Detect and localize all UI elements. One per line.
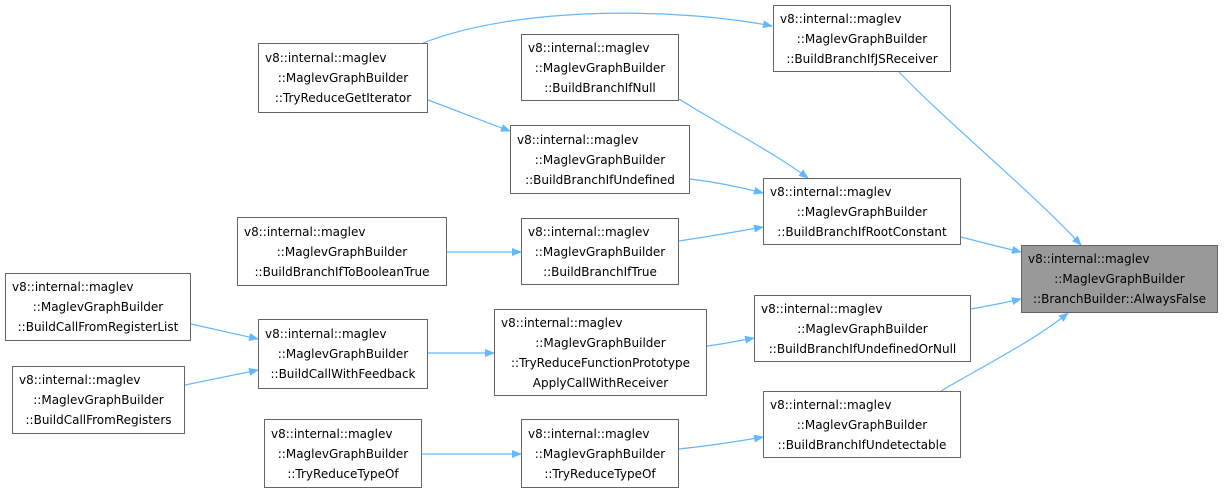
node-label-line: ::MaglevGraphBuilder	[276, 244, 408, 259]
edge-if_root_constant-to-always_false	[960, 236, 1022, 254]
edge-try_reduce_get_iterator-to-if_undefined	[427, 99, 511, 132]
node-label-line: v8::internal::maglev	[528, 224, 650, 239]
node-build-call-with-feedback[interactable]: v8::internal::maglev::MaglevGraphBuilder…	[258, 319, 428, 389]
node-label-line: v8::internal::maglev	[12, 280, 134, 294]
node-label-line: v8::internal::maglev	[770, 184, 892, 199]
node-label-line: v8::internal::maglev	[761, 301, 883, 316]
edge-if_js_receiver-to-always_false	[898, 71, 1082, 246]
node-label-line: v8::internal::maglev	[528, 40, 650, 55]
node-label-line: ::MaglevGraphBuilder	[796, 31, 928, 46]
node-try-reduce-type-of-left[interactable]: v8::internal::maglev::MaglevGraphBuilder…	[264, 419, 422, 488]
node-label-line: v8::internal::maglev	[517, 132, 639, 147]
node-label-line: v8::internal::maglev	[244, 224, 366, 239]
node-label-line: v8::internal::maglev	[770, 397, 892, 412]
node-label-line: v8::internal::maglev	[265, 327, 387, 341]
node-label-line: v8::internal::maglev	[19, 373, 141, 387]
node-label-line: ::BuildCallFromRegisters	[25, 413, 172, 427]
edge-try_reduce_function_prototype-to-if_undefined_or_null	[706, 335, 755, 347]
node-label-line: ::MaglevGraphBuilder	[534, 244, 666, 259]
node-label-line: ::MaglevGraphBuilder	[277, 71, 409, 85]
node-label-line: ::TryReduceTypeOf	[287, 466, 399, 481]
node-label-line: ::TryReduceTypeOf	[544, 466, 656, 481]
edge-if_undetectable-to-always_false	[940, 312, 1069, 392]
node-label-line: ::MaglevGraphBuilder	[535, 335, 666, 350]
node-if-js-receiver[interactable]: v8::internal::maglev::MaglevGraphBuilder…	[773, 5, 951, 72]
node-try-reduce-get-iterator[interactable]: v8::internal::maglev::MaglevGraphBuilder…	[258, 43, 428, 113]
node-label-line: ::TryReduceFunctionPrototype	[510, 355, 690, 370]
edge-if_null-to-if_root_constant	[678, 98, 809, 179]
node-try-reduce-function-prototype[interactable]: v8::internal::maglev::MaglevGraphBuilder…	[494, 309, 707, 396]
node-label-line: v8::internal::maglev	[501, 315, 623, 330]
node-label-line: ::BuildBranchIfTrue	[543, 264, 657, 279]
node-label-line: ::BuildBranchIfUndetectable	[777, 437, 947, 452]
node-label-line: v8::internal::maglev	[1028, 252, 1150, 266]
edge-try_reduce_get_iterator-to-if_js_receiver	[422, 12, 773, 44]
node-label-line: ::BuildBranchIfNull	[544, 80, 656, 95]
node-label-line: v8::internal::maglev	[265, 51, 387, 65]
node-label-line: ::MaglevGraphBuilder	[796, 204, 928, 219]
node-label-line: ::BuildCallWithFeedback	[270, 367, 416, 381]
node-if-undefined-or-null[interactable]: v8::internal::maglev::MaglevGraphBuilder…	[754, 295, 971, 362]
node-label-line: ::BuildBranchIfUndefinedOrNull	[768, 341, 957, 356]
node-label-line: ::MaglevGraphBuilder	[32, 300, 164, 314]
edge-if_undefined_or_null-to-always_false	[970, 297, 1022, 310]
node-label-line: ::MaglevGraphBuilder	[534, 60, 666, 75]
node-if-undetectable[interactable]: v8::internal::maglev::MaglevGraphBuilder…	[763, 391, 961, 458]
node-label-line: ::BuildBranchIfJSReceiver	[786, 51, 938, 66]
node-label-line: ::MaglevGraphBuilder	[534, 152, 666, 167]
node-label-line: v8::internal::maglev	[271, 426, 393, 441]
node-if-undefined[interactable]: v8::internal::maglev::MaglevGraphBuilder…	[510, 125, 690, 194]
node-label-line: ::MaglevGraphBuilder	[796, 417, 928, 432]
node-label-line: ::BuildBranchIfToBooleanTrue	[254, 264, 430, 279]
node-label-line: ::BranchBuilder::AlwaysFalse	[1033, 292, 1206, 306]
node-label-line: v8::internal::maglev	[780, 11, 902, 26]
node-label-line: ::MaglevGraphBuilder	[797, 321, 928, 336]
node-if-to-boolean-true[interactable]: v8::internal::maglev::MaglevGraphBuilder…	[237, 217, 447, 286]
edge-try_reduce_type_of_mid-to-if_undetectable	[678, 434, 764, 450]
node-label-line: ::TryReduceGetIterator	[274, 91, 412, 105]
node-build-call-from-registers[interactable]: v8::internal::maglev::MaglevGraphBuilder…	[12, 366, 185, 434]
edge-if_undefined-to-if_root_constant	[689, 178, 764, 195]
node-always-false[interactable]: v8::internal::maglev::MaglevGraphBuilder…	[1021, 245, 1218, 313]
node-label-line: ::MaglevGraphBuilder	[277, 347, 409, 361]
edge-build_call_from_register_list-to-build_call_with_feedback	[190, 323, 259, 341]
node-label-line: ::BuildCallFromRegisterList	[17, 320, 179, 334]
node-build-call-from-register-list[interactable]: v8::internal::maglev::MaglevGraphBuilder…	[5, 273, 191, 341]
edge-build_call_from_registers-to-build_call_with_feedback	[184, 367, 259, 386]
node-label-line: ::MaglevGraphBuilder	[33, 393, 164, 407]
node-label-line: v8::internal::maglev	[528, 426, 650, 441]
node-if-root-constant[interactable]: v8::internal::maglev::MaglevGraphBuilder…	[763, 178, 961, 245]
edge-if_true-to-if_root_constant	[678, 224, 764, 242]
node-label-line: ::MaglevGraphBuilder	[1054, 272, 1185, 286]
node-label-line: ApplyCallWithReceiver	[532, 375, 669, 390]
node-try-reduce-type-of-mid[interactable]: v8::internal::maglev::MaglevGraphBuilder…	[521, 419, 679, 488]
node-label-line: ::BuildBranchIfUndefined	[525, 172, 675, 187]
node-if-true[interactable]: v8::internal::maglev::MaglevGraphBuilder…	[521, 218, 679, 285]
node-label-line: ::MaglevGraphBuilder	[277, 446, 409, 461]
node-label-line: ::MaglevGraphBuilder	[534, 446, 666, 461]
node-label-line: ::BuildBranchIfRootConstant	[777, 224, 947, 239]
node-if-null[interactable]: v8::internal::maglev::MaglevGraphBuilder…	[521, 34, 679, 101]
